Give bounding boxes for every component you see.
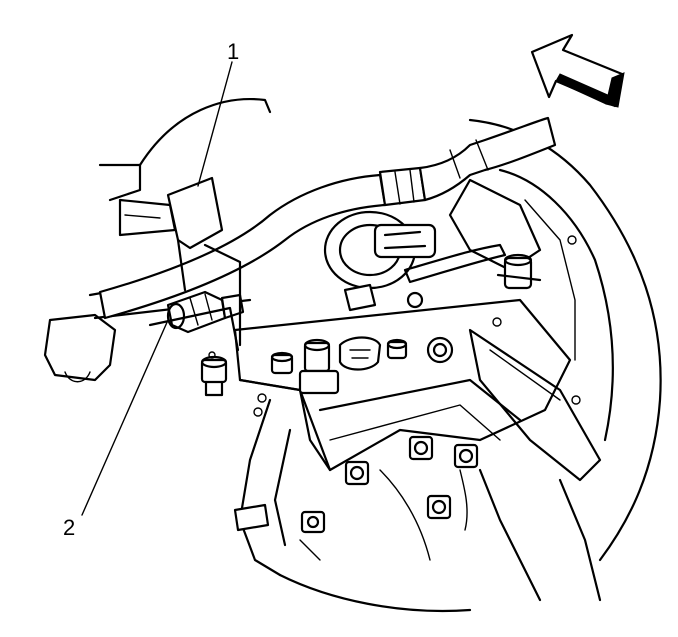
bolt xyxy=(453,443,479,469)
bolt xyxy=(300,510,326,534)
throttle-body-assembly xyxy=(323,178,542,312)
bolt xyxy=(200,355,228,397)
bolt xyxy=(426,494,452,520)
transmission-housing xyxy=(208,235,602,613)
bolt xyxy=(496,253,542,290)
coolant-hoses xyxy=(98,116,557,320)
callout-1-label: 1 xyxy=(227,39,239,64)
callout-2-label: 2 xyxy=(63,515,75,540)
sensor-component xyxy=(166,290,245,334)
bolt xyxy=(408,435,434,461)
fasteners xyxy=(200,253,542,534)
bolt xyxy=(386,338,408,360)
heat-shield-bracket xyxy=(148,176,242,352)
bolt xyxy=(344,460,370,486)
callout-2-leader xyxy=(81,319,169,516)
bolt xyxy=(270,351,294,375)
bolt xyxy=(298,338,340,395)
forward-arrow-icon xyxy=(530,33,625,108)
callout-1-leader xyxy=(197,61,233,187)
